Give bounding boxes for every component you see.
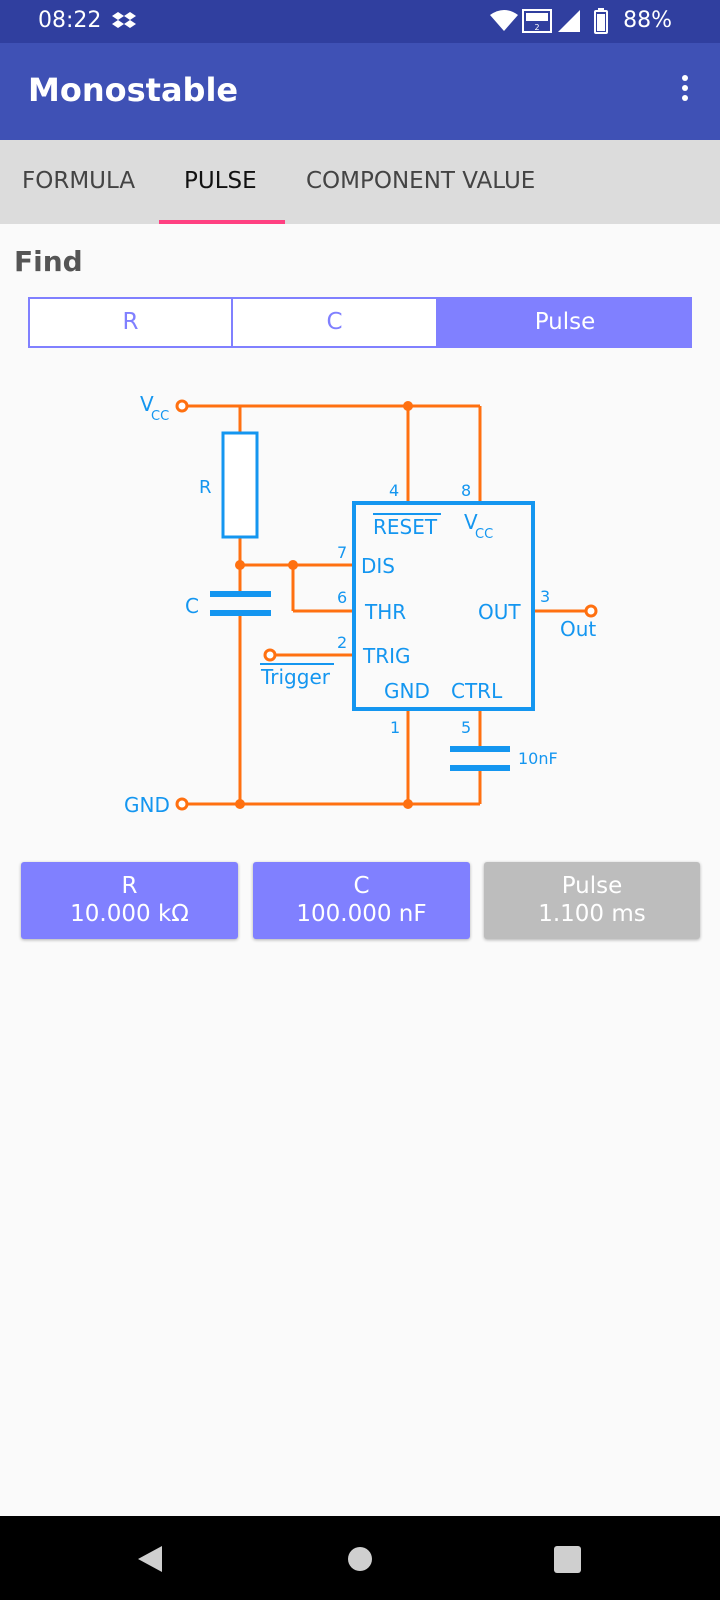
trigger-label: Trigger: [260, 665, 331, 689]
back-icon[interactable]: [136, 1544, 164, 1574]
ic-gnd-label: GND: [384, 679, 430, 703]
battery-percent: 88%: [623, 8, 672, 33]
svg-text:2: 2: [534, 23, 539, 32]
result-c-button[interactable]: C 100.000 nF: [253, 862, 470, 939]
result-pulse-label: Pulse: [561, 873, 623, 899]
ic-ctrl-label: CTRL: [451, 679, 503, 703]
wifi-icon: [490, 10, 518, 31]
find-option-pulse[interactable]: Pulse: [438, 297, 692, 348]
ic-reset-label: RESET: [373, 515, 438, 539]
ic-trig-label: TRIG: [362, 644, 411, 668]
pin-1: 1: [390, 718, 400, 737]
pin-3: 3: [540, 587, 550, 606]
result-r-value: 10.000 kΩ: [70, 901, 189, 927]
vcc-subscript: CC: [151, 409, 169, 424]
tab-pulse[interactable]: PULSE: [184, 168, 257, 194]
app-bar: Monostable: [0, 43, 720, 140]
signal-icon: [558, 10, 580, 32]
overflow-menu-icon[interactable]: [680, 75, 690, 107]
pin-4: 4: [389, 481, 399, 500]
pin-2: 2: [337, 633, 347, 652]
tab-formula[interactable]: FORMULA: [22, 168, 136, 194]
find-option-r[interactable]: R: [28, 297, 233, 348]
ic-out-label: OUT: [478, 600, 521, 624]
dropbox-icon: [112, 12, 136, 28]
result-r-button[interactable]: R 10.000 kΩ: [21, 862, 238, 939]
pin-7: 7: [337, 543, 347, 562]
resistor-label: R: [199, 477, 212, 498]
find-option-c[interactable]: C: [233, 297, 438, 348]
volte-icon: 2: [522, 9, 552, 33]
battery-icon: [594, 8, 608, 34]
recents-icon[interactable]: [554, 1546, 581, 1573]
navigation-bar: [0, 1516, 720, 1600]
status-bar: 08:22 2 88%: [0, 0, 720, 43]
ic-dis-label: DIS: [361, 554, 395, 578]
ic-thr-label: THR: [364, 600, 406, 624]
tab-bar: FORMULA PULSE COMPONENT VALUE: [0, 140, 720, 224]
tab-indicator: [159, 220, 285, 224]
out-label: Out: [560, 617, 596, 641]
ic-vcc-subscript: CC: [475, 527, 493, 542]
result-pulse-button[interactable]: Pulse 1.100 ms: [484, 862, 700, 939]
find-label: Find: [14, 245, 83, 278]
gnd-label: GND: [124, 793, 170, 817]
ic-vcc-label: V: [464, 510, 478, 534]
result-r-label: R: [121, 873, 138, 899]
app-title: Monostable: [28, 71, 239, 109]
status-time: 08:22: [38, 8, 102, 33]
result-c-value: 100.000 nF: [296, 901, 427, 927]
pin-5: 5: [461, 718, 471, 737]
monostable-circuit-diagram: V CC GND R C Trigger Out 10nF RESET V CC…: [124, 392, 598, 817]
capacitor-label: C: [185, 594, 199, 618]
result-pulse-value: 1.100 ms: [538, 901, 646, 927]
pin-6: 6: [337, 588, 347, 607]
pin-8: 8: [461, 481, 471, 500]
result-c-label: C: [353, 873, 370, 899]
home-icon[interactable]: [347, 1546, 373, 1572]
cap-10nf-label: 10nF: [518, 749, 558, 768]
vcc-label: V: [140, 392, 154, 416]
tab-component-value[interactable]: COMPONENT VALUE: [306, 168, 536, 194]
